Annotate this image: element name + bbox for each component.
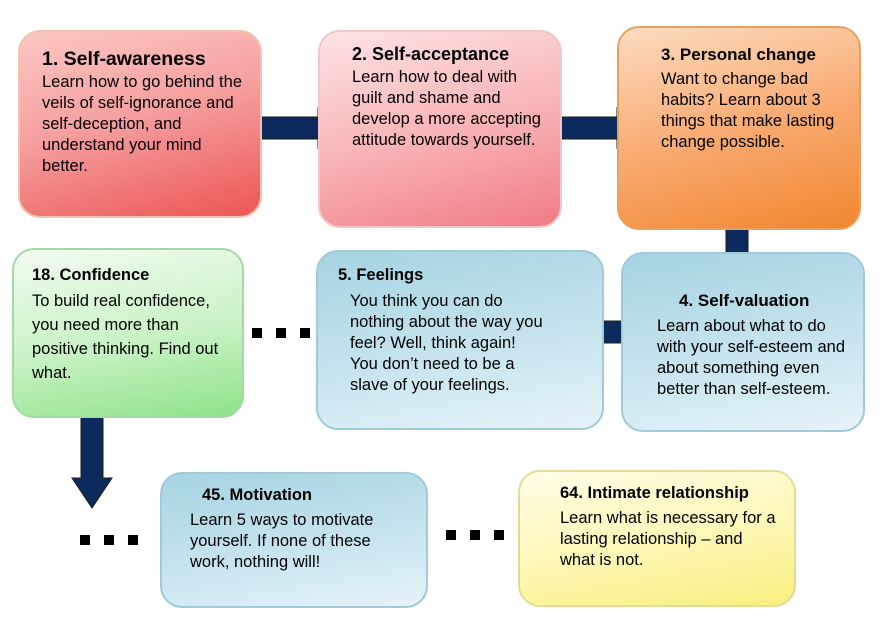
dot: [446, 530, 456, 540]
step-title: 64. Intimate relationship: [560, 484, 749, 502]
dot: [300, 328, 310, 338]
step-description: Learn 5 ways to motivate yourself. If no…: [190, 511, 374, 571]
dot: [494, 530, 504, 540]
dot: [104, 535, 114, 545]
step-title: 2. Self-acceptance: [352, 44, 510, 64]
step-box-feelings[interactable]: 5. Feelings You think you can do nothing…: [316, 250, 604, 430]
dot: [276, 328, 286, 338]
step-description: Learn about what to do with your self-es…: [657, 317, 846, 398]
dot: [80, 535, 90, 545]
step-description: Learn how to go behind the veils of self…: [42, 73, 242, 175]
step-title: 45. Motivation: [202, 486, 313, 504]
step-description: Learn how to deal with guilt and shame a…: [352, 68, 541, 149]
step-box-personal-change[interactable]: 3. Personal change Want to change bad ha…: [617, 26, 861, 230]
ellipsis-dots-1: [252, 328, 310, 338]
step-box-self-valuation[interactable]: 4. Self-valuation Learn about what to do…: [621, 252, 865, 432]
step-title: 1. Self-awareness: [42, 48, 206, 70]
step-title: 18. Confidence: [32, 266, 150, 284]
dot: [128, 535, 138, 545]
ellipsis-dots-3: [446, 530, 504, 540]
dot: [470, 530, 480, 540]
step-box-self-acceptance[interactable]: 2. Self-acceptance Learn how to deal wit…: [318, 30, 562, 228]
step-box-self-awareness[interactable]: 1. Self-awareness Learn how to go behind…: [18, 30, 262, 218]
step-description: You think you can do nothing about the w…: [350, 292, 543, 394]
ellipsis-dots-2: [80, 535, 138, 545]
step-box-confidence[interactable]: 18. Confidence To build real confidence,…: [12, 248, 244, 418]
step-box-intimate-relationship[interactable]: 64. Intimate relationship Learn what is …: [518, 470, 796, 607]
step-box-motivation[interactable]: 45. Motivation Learn 5 ways to motivate …: [160, 472, 428, 608]
step-title: 3. Personal change: [661, 45, 816, 64]
step-description: To build real confidence, you need more …: [32, 292, 219, 382]
step-title: 4. Self-valuation: [679, 291, 810, 310]
step-description: Learn what is necessary for a lasting re…: [560, 509, 776, 569]
step-title: 5. Feelings: [338, 266, 424, 284]
dot: [252, 328, 262, 338]
step-description: Want to change bad habits? Learn about 3…: [661, 70, 835, 151]
